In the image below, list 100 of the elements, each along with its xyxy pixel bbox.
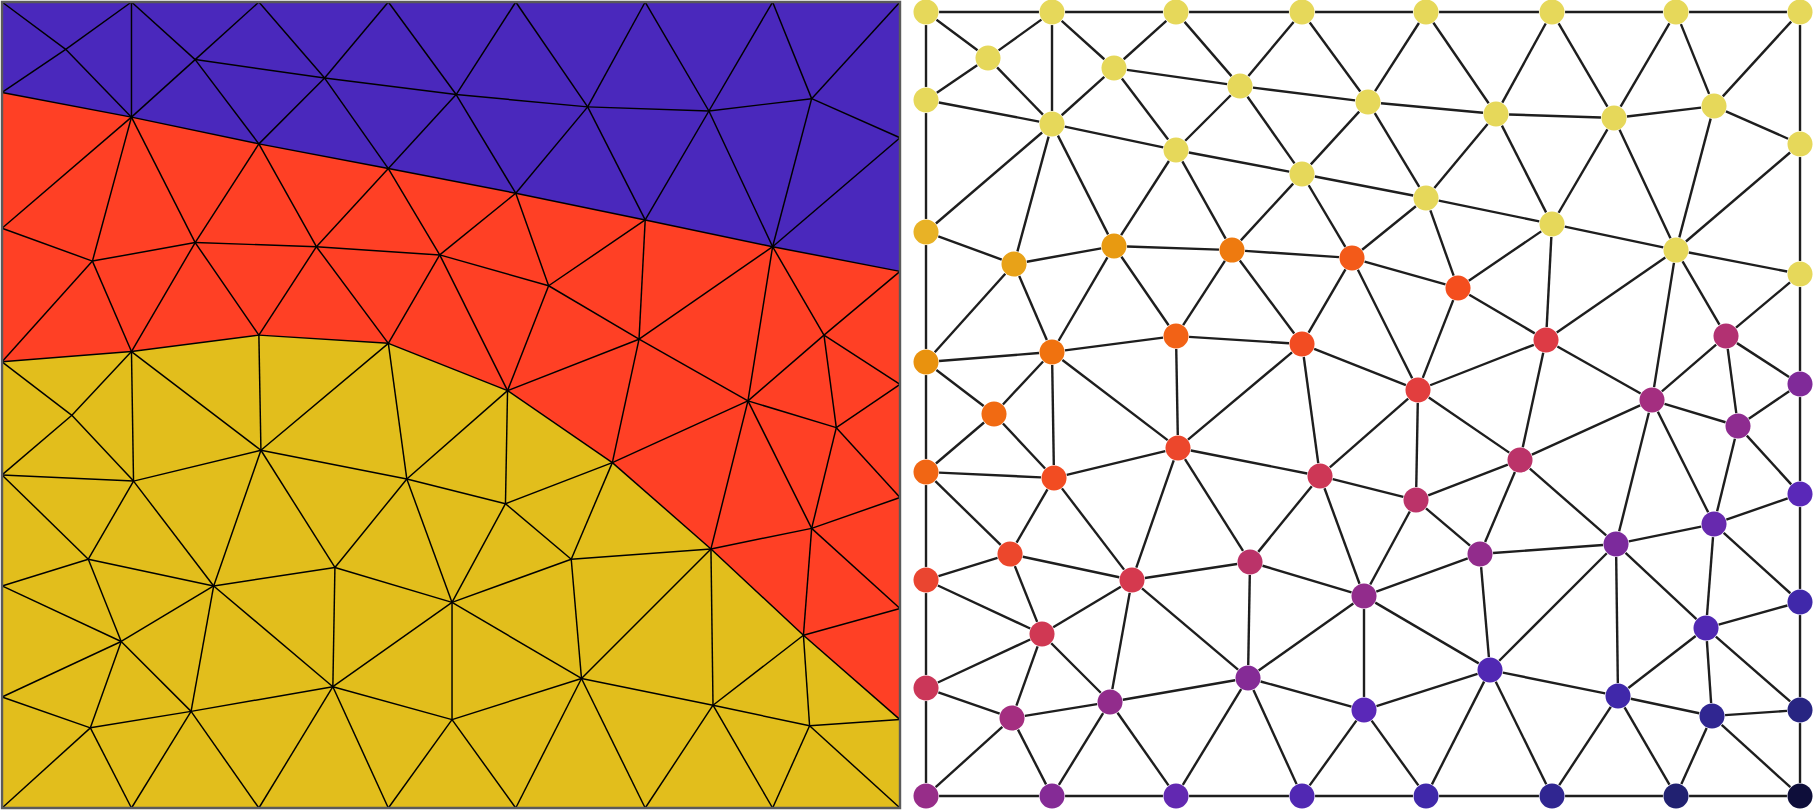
edge-line [1189, 794, 1289, 798]
edge-line [1050, 25, 1054, 111]
edge-line [1718, 604, 1788, 626]
edge-line [1724, 709, 1788, 717]
edge-line [1238, 259, 1296, 335]
edge-line [1015, 645, 1039, 707]
edge-line [1374, 22, 1420, 92]
vertex-dot [1405, 377, 1431, 403]
edge-line [934, 480, 1002, 546]
vertex-dot [913, 567, 939, 593]
edge-line [1748, 390, 1790, 420]
vertex-dot [1227, 73, 1253, 99]
edge-line [1678, 118, 1712, 238]
edge-line [1175, 349, 1179, 435]
edge-line [1430, 681, 1486, 785]
edge-line [1509, 113, 1601, 119]
edge-line [1529, 467, 1607, 537]
vertex-dot [1289, 783, 1315, 809]
vertex-dot [1163, 137, 1189, 163]
edge-line [1468, 230, 1542, 282]
vertex-dot [1663, 237, 1689, 263]
edge-line [1745, 434, 1793, 486]
edge-line [1735, 281, 1791, 329]
edge-line [1624, 552, 1698, 620]
vertex-dot [1483, 101, 1509, 127]
edge-line [1244, 249, 1340, 259]
vertex-dot [1605, 683, 1631, 709]
edge-line [1065, 10, 1163, 14]
edge-line [1705, 536, 1715, 616]
edge-line [939, 471, 1041, 479]
edge-line [1057, 256, 1109, 342]
edge-line [1307, 268, 1347, 334]
vertex-dot [1477, 657, 1503, 683]
edge-line [1556, 345, 1642, 395]
edge-line [1246, 96, 1296, 165]
edge-line [1661, 343, 1717, 393]
vertex-dot [1351, 697, 1377, 723]
edge-line [1374, 601, 1480, 665]
edge-line [1680, 727, 1708, 785]
edge-line [924, 245, 928, 349]
edge-line [1064, 125, 1164, 149]
edge-line [1415, 403, 1419, 487]
edge-line [1002, 422, 1046, 470]
edge-line [1370, 719, 1420, 787]
edge-line [1361, 205, 1417, 251]
vertex-dot [1039, 339, 1065, 365]
vertex-dot [1237, 549, 1263, 575]
edge-line [1126, 68, 1228, 86]
vertex-dot [1603, 531, 1629, 557]
edge-line [1628, 525, 1702, 543]
edge-line [1798, 397, 1802, 481]
edge-line [1002, 360, 1044, 406]
edge-line [939, 10, 1039, 14]
edge-line [1564, 225, 1664, 249]
edge-line [1556, 256, 1666, 334]
edge-line [1685, 151, 1791, 243]
edge-line [1427, 463, 1509, 497]
edge-line [1252, 689, 1298, 785]
vertex-dot [913, 459, 939, 485]
vertex-dot [1507, 447, 1533, 473]
edge-line [1425, 507, 1471, 547]
edge-line [1315, 794, 1413, 798]
edge-line [1623, 706, 1671, 786]
vertex-dot [1097, 689, 1123, 715]
edge-line [1720, 723, 1792, 789]
vertex-dot [1787, 481, 1813, 507]
edge-line [1313, 347, 1407, 387]
vertex-dot [1119, 567, 1145, 593]
vertex-dot [1403, 487, 1429, 513]
edge-line [1468, 293, 1536, 335]
vertex-dot [981, 401, 1007, 427]
edge-line [1189, 10, 1289, 14]
edge-line [1120, 77, 1170, 141]
vertex-dot [1601, 105, 1627, 131]
vertex-dot [1713, 323, 1739, 349]
edge-line [937, 638, 1031, 684]
vertex-dot [913, 87, 939, 113]
edge-line [1065, 794, 1163, 798]
edge-line [1120, 160, 1170, 236]
edge-line [937, 584, 1031, 630]
edge-line [1308, 719, 1358, 787]
edge-line [1618, 129, 1672, 239]
edge-line [1258, 602, 1355, 672]
edge-line [924, 375, 928, 459]
edge-line [996, 66, 1044, 116]
edge-line [935, 131, 1043, 225]
edge-line [1656, 411, 1710, 513]
vertex-dot [1339, 245, 1365, 271]
edge-line [924, 113, 928, 219]
edge-line [1141, 587, 1239, 671]
vertex-dot [1165, 435, 1191, 461]
vertex-dot [1029, 621, 1055, 647]
edge-line [1024, 702, 1098, 718]
edge-line [1498, 552, 1608, 662]
edge-line [1182, 260, 1226, 326]
vertex-dot [1355, 89, 1381, 115]
vertex-dot [1701, 511, 1727, 537]
edge-line [1050, 642, 1102, 694]
edge-line [1736, 342, 1790, 378]
edge-line [1725, 110, 1789, 140]
